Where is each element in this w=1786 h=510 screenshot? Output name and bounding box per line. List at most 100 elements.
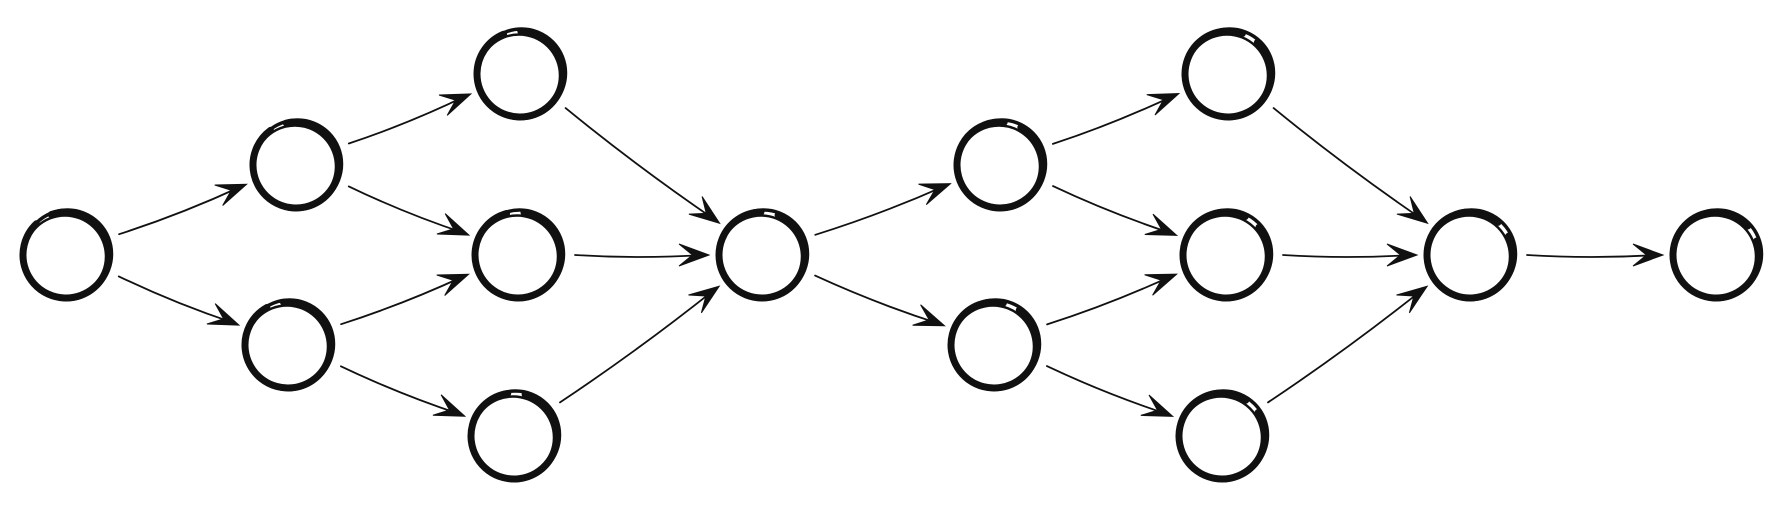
node-ring-stroke [474,28,567,121]
arrowhead [432,394,467,417]
node-n7 [715,208,810,302]
node-ring-stroke [244,304,330,389]
arrowhead [438,93,473,116]
node-ring-stroke [1176,390,1269,483]
edge-line [814,274,940,325]
arrowhead [1144,213,1179,236]
node-ring-stroke [249,118,343,212]
arrowhead [918,183,952,205]
node-n13 [1423,208,1518,302]
edge-n13-n14 [1526,243,1665,267]
arrowhead [206,303,241,326]
edge-n7-n9 [814,274,946,327]
edge-line [1052,185,1173,235]
node-n8 [953,118,1048,212]
edge-n3-n5 [340,273,470,326]
node-ring-stroke [250,119,343,212]
edge-n1-n3 [117,275,241,326]
node-n10 [1181,27,1276,121]
node-ring-stroke [242,299,335,392]
node-n6 [467,389,562,483]
edge-n8-n11 [1052,185,1179,236]
edge-n7-n8 [814,183,952,236]
arrowhead [688,196,721,225]
edge-n9-n12 [1046,365,1175,417]
edge-line [340,365,461,415]
node-ring-stroke [1178,395,1264,480]
node-ring-stroke [716,209,809,302]
edge-line [564,107,716,221]
edge-n6-n7 [559,285,721,404]
node-ring-stroke [252,124,338,209]
arrowhead [1144,273,1178,296]
edge-n2-n5 [347,185,471,236]
nodes-layer [19,27,1764,483]
node-ring-stroke [22,214,108,299]
edge-n5-n7 [574,243,711,267]
node-ring-stroke [470,395,556,480]
node-n1 [19,208,114,302]
node-ring-stroke [950,304,1036,389]
node-ring-stroke [467,389,561,483]
edge-line [1526,254,1658,258]
node-ring-stroke [1672,214,1758,299]
edge-line [1272,107,1424,221]
edge-n2-n4 [347,93,473,145]
arrowhead [912,304,946,327]
node-ring-stroke [476,33,562,118]
edge-line [1282,254,1412,258]
arrowhead [1396,196,1429,225]
node-ring-stroke [472,209,565,302]
node-n4 [473,27,568,121]
edge-line [1046,275,1172,326]
node-ring-stroke [1180,209,1273,302]
node-ring-stroke [1182,214,1268,299]
edge-n8-n10 [1052,93,1181,145]
arrowhead [678,243,711,267]
arrowhead [214,183,248,206]
edge-n9-n11 [1046,273,1178,326]
node-ring-stroke [1424,209,1517,302]
node-n2 [249,118,344,212]
arrowhead [436,213,471,236]
node-ring-stroke [954,119,1047,212]
edge-line [574,254,704,258]
node-ring-stroke [468,390,561,483]
edge-line [1052,95,1175,145]
edge-n1-n2 [118,183,248,236]
edge-n3-n6 [340,365,467,417]
node-ring-stroke [474,214,560,299]
node-ring-stroke [948,299,1041,392]
node-ring-stroke [1184,33,1270,118]
edge-line [1267,288,1424,404]
node-ring-stroke [956,124,1042,209]
edge-line [118,185,242,236]
arrowhead [1140,394,1175,417]
node-n12 [1175,389,1270,483]
node-ring-stroke [1426,214,1512,299]
edge-n11-n13 [1282,243,1419,267]
edge-line [1046,365,1169,415]
node-ring-stroke [718,214,804,299]
node-ring-stroke [1670,209,1763,302]
arrowhead [1632,243,1665,267]
arrowhead [436,273,470,296]
node-n3 [241,298,336,392]
node-n5 [471,208,566,302]
edges-layer [117,93,1665,417]
edge-line [347,185,465,234]
node-ring-stroke [471,208,565,302]
arrowhead [688,285,721,314]
arrowhead [1386,243,1419,267]
arrowhead [1146,93,1181,116]
edge-n12-n13 [1267,285,1429,404]
edge-n4-n7 [564,107,721,225]
edge-line [347,95,467,145]
node-ring-stroke [1182,28,1275,121]
edge-line [559,288,716,404]
node-ring-stroke [20,209,113,302]
edge-line [814,185,946,236]
node-n14 [1669,208,1764,302]
edge-line [340,275,464,326]
